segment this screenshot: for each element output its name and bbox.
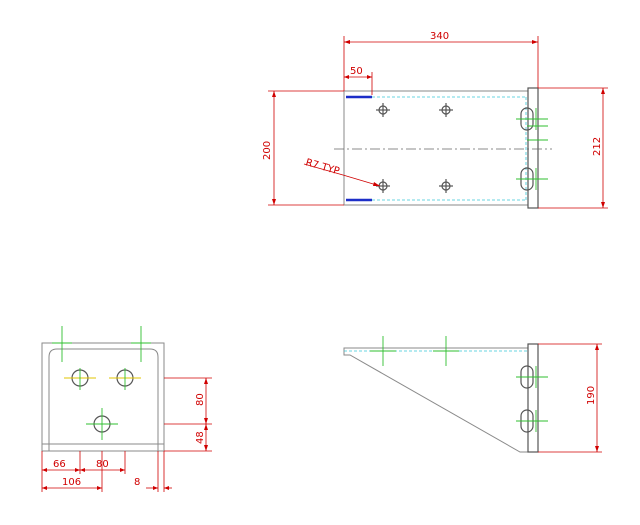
dim-80-vertical-label: 80 bbox=[195, 393, 206, 406]
dim-66-80 bbox=[41, 451, 126, 492]
dim-66-label: 66 bbox=[53, 459, 66, 470]
dim-106-label: 106 bbox=[62, 477, 81, 488]
dim-190 bbox=[538, 343, 602, 453]
radius-leader bbox=[303, 163, 381, 187]
front-view-holes bbox=[52, 326, 151, 440]
side-view-outline bbox=[343, 347, 529, 453]
top-view-slots bbox=[516, 107, 548, 191]
dim-106 bbox=[42, 451, 103, 492]
dim-212-label: 212 bbox=[592, 137, 603, 156]
side-view-marks bbox=[370, 336, 548, 433]
top-view: 340 50 200 212 R7 TYP bbox=[262, 31, 608, 209]
dim-200-label: 200 bbox=[262, 141, 273, 160]
dim-80-vertical bbox=[164, 377, 212, 452]
dim-190-label: 190 bbox=[586, 386, 597, 405]
front-view: 80 48 66 80 106 8 bbox=[41, 326, 212, 492]
dim-50 bbox=[344, 72, 373, 95]
side-view: 190 bbox=[343, 336, 602, 453]
dim-50-label: 50 bbox=[350, 66, 363, 77]
dim-212 bbox=[538, 87, 608, 209]
front-view-outline bbox=[41, 342, 165, 452]
top-view-outline bbox=[343, 90, 529, 206]
radius-note: R7 TYP bbox=[304, 157, 340, 177]
top-view-holes bbox=[376, 103, 453, 193]
top-view-flange bbox=[527, 87, 539, 209]
dim-8 bbox=[146, 451, 172, 492]
dim-48-label: 48 bbox=[195, 431, 206, 444]
dim-8-label: 8 bbox=[134, 477, 140, 488]
side-view-flange bbox=[527, 343, 539, 453]
dim-340 bbox=[343, 36, 539, 91]
dim-200 bbox=[268, 90, 344, 206]
dim-340-label: 340 bbox=[430, 31, 449, 42]
front-view-inner-bend bbox=[48, 348, 159, 451]
